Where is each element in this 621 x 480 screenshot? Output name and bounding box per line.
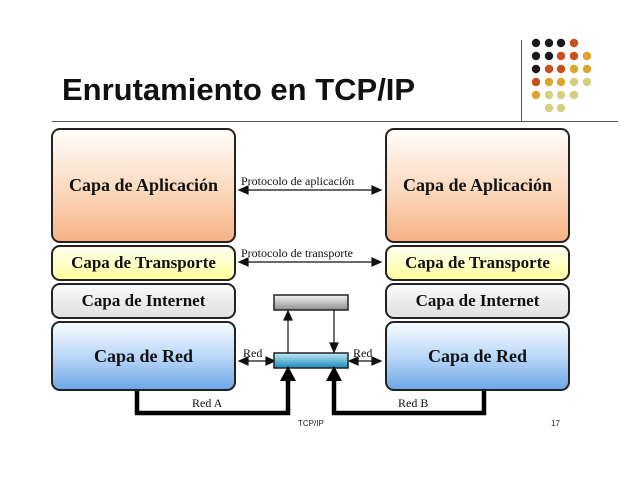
decorative-dot-grid xyxy=(531,38,592,113)
left-application-layer: Capa de Aplicación xyxy=(51,128,236,243)
title-underline xyxy=(52,121,618,122)
application-protocol-label: Protocolo de aplicación xyxy=(241,174,355,188)
right-application-layer: Capa de Aplicación xyxy=(385,128,570,243)
red-right-label: Red xyxy=(353,346,373,360)
router-network-box xyxy=(273,352,349,369)
network-b-path xyxy=(331,378,487,416)
transport-protocol-arrow xyxy=(237,257,383,267)
red-left-label: Red xyxy=(243,346,263,360)
slide-title: Enrutamiento en TCP/IP xyxy=(62,72,416,107)
left-network-layer: Capa de Red xyxy=(51,321,236,391)
network-b-label: Red B xyxy=(398,396,429,410)
right-internet-layer: Capa de Internet xyxy=(385,283,570,319)
application-protocol-arrow xyxy=(237,185,383,195)
right-transport-layer: Capa de Transporte xyxy=(385,245,570,281)
network-a-path xyxy=(134,378,291,416)
left-internet-layer: Capa de Internet xyxy=(51,283,236,319)
footer-text: TCP/IP xyxy=(298,419,324,428)
red-left-arrow xyxy=(237,356,277,366)
network-a-label: Red A xyxy=(192,396,223,410)
right-network-layer: Capa de Red xyxy=(385,321,570,391)
router-internet-box xyxy=(273,294,349,311)
left-transport-layer: Capa de Transporte xyxy=(51,245,236,281)
red-right-arrow xyxy=(347,356,383,366)
page-number: 17 xyxy=(551,419,560,428)
transport-protocol-label: Protocolo de transporte xyxy=(241,246,353,260)
vertical-rule xyxy=(521,40,522,122)
